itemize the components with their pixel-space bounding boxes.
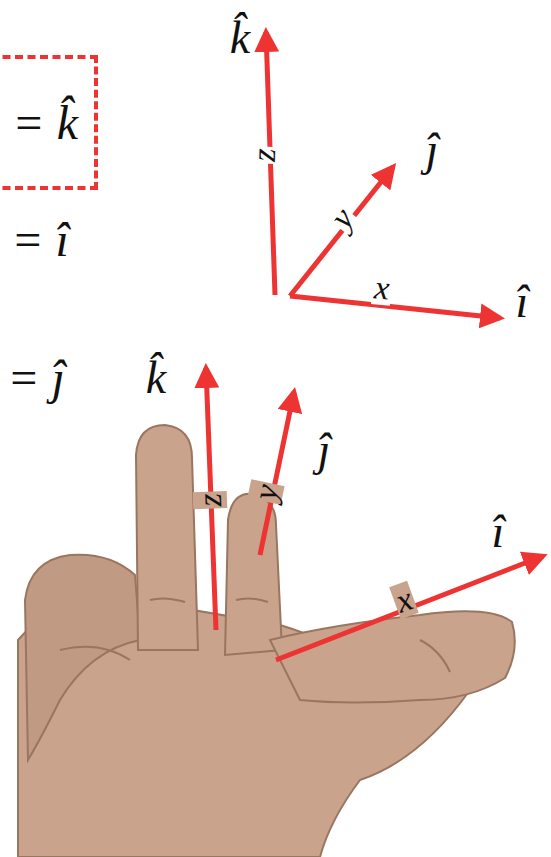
unit-vector-label: ĵ	[318, 427, 331, 473]
vector-equation: = k̂	[12, 99, 78, 147]
y-axis-arrow	[260, 392, 294, 555]
knuckle-crease	[60, 598, 450, 672]
axis-name: y	[323, 200, 362, 236]
folded-fingers	[25, 555, 140, 760]
unit-vector-label: k̂	[146, 355, 166, 401]
x-axis-arrow	[276, 556, 543, 660]
hand-photo	[18, 425, 515, 857]
vector-equation: = î	[11, 216, 69, 264]
unit-vector-label: î	[516, 279, 529, 325]
middle-finger	[225, 494, 282, 655]
axis-name: y	[247, 479, 284, 505]
unit-vector-label: ĵ	[426, 127, 439, 173]
axes-hand	[206, 368, 543, 660]
vector-equation: = ĵ	[7, 354, 65, 402]
axis-name: z	[247, 146, 282, 164]
x-axis-arrow	[290, 296, 500, 318]
unit-vector-label: k̂	[230, 15, 250, 61]
axis-name: x	[389, 581, 419, 619]
unit-vector-label: î	[492, 509, 505, 555]
axis-name: x	[371, 270, 393, 306]
axis-name: z	[193, 491, 228, 509]
index-finger	[136, 425, 198, 650]
highlight-box: = k̂	[0, 55, 98, 190]
axes-top	[266, 32, 500, 318]
thumb	[270, 611, 515, 702]
